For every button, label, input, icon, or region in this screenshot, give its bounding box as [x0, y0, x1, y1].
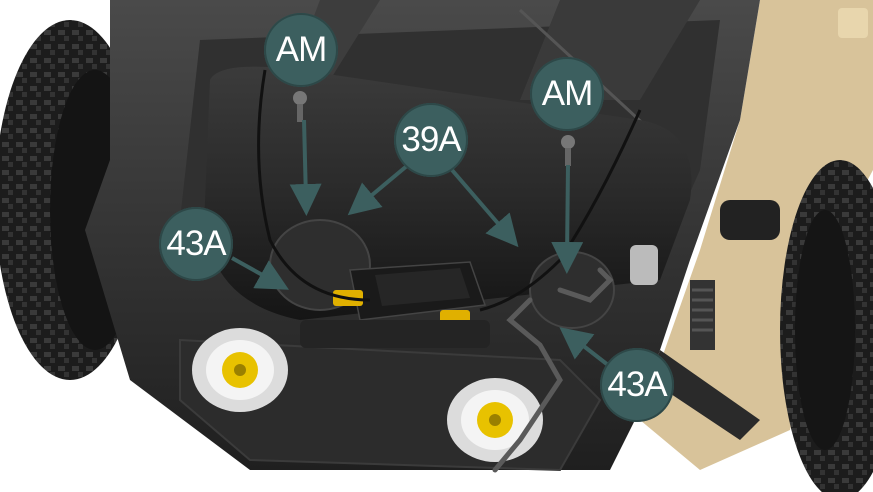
right-tire [780, 160, 873, 492]
callout-am-left: AM [264, 13, 338, 87]
pointer-arrows [231, 119, 610, 367]
callout-am-right-label: AM [541, 74, 593, 113]
rear-wheel-right [447, 378, 543, 462]
antenna-wire [257, 69, 371, 302]
callout-43a-left: 43A [159, 207, 233, 281]
callout-39a: 39A [394, 103, 468, 177]
callout-am-left-label: AM [275, 30, 327, 69]
callout-39a-label: 39A [401, 120, 461, 159]
suspension [630, 200, 780, 440]
callout-43a-left-label: 43A [166, 224, 226, 263]
screw-left [293, 91, 307, 122]
screw-right [561, 135, 575, 166]
callout-43a-right-label: 43A [607, 365, 667, 404]
rear-wheel-left [192, 328, 288, 412]
battery-holder [333, 261, 487, 326]
callout-43a-right: 43A [600, 348, 674, 422]
callout-am-right: AM [530, 57, 604, 131]
fuel-line [492, 267, 614, 473]
